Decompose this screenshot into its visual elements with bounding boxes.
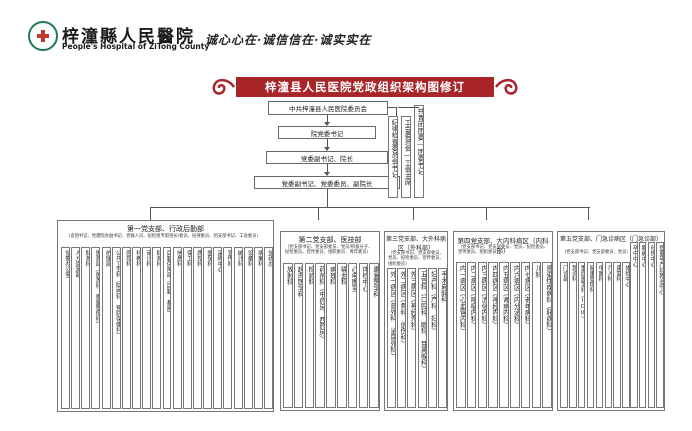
department-box: 党委办公室 xyxy=(61,247,70,409)
department-box: 创伤中心 xyxy=(647,242,656,408)
chart-title: 梓潼县人民医院党政组织架构图修订 xyxy=(236,77,494,97)
department-box: 手术麻醉科 xyxy=(438,268,447,408)
department-box: 科教科 xyxy=(132,247,141,409)
department-box: 体检中心 xyxy=(358,263,369,408)
department-box: 超声医学科 xyxy=(293,263,304,408)
department-box: 重症医学科（ICU） xyxy=(577,262,586,408)
department-box: 设备科 xyxy=(243,247,253,409)
department-box: 病案科 xyxy=(253,247,263,409)
department-box: 卒中中心 xyxy=(630,242,638,408)
department-box: 五官科（口腔科、眼科、耳鼻喉科） xyxy=(417,268,427,408)
department-box: 保卫科 xyxy=(182,247,192,409)
party-committee-box: 中共梓潼县人民医院委员会 xyxy=(268,101,388,115)
branch-3-title: 第三党支部、大外科病区（外科部） xyxy=(385,236,446,252)
department-box: 检验科 xyxy=(304,263,315,408)
branch-2-title: 第二党支部、医技部 xyxy=(298,236,362,244)
department-box: 儿科 xyxy=(531,262,542,408)
branch-5-desc: （党支部书记、党支部委员、党员） xyxy=(562,250,631,255)
department-box: 介入科 xyxy=(604,262,613,408)
department-box: 公共卫生科（院感科、预防保健科） xyxy=(111,247,121,409)
department-box: 人力资源部 xyxy=(71,247,81,409)
department-box: 心电图室 xyxy=(347,263,358,408)
youth-league-box: 共青团团委—团委书记 xyxy=(414,105,424,198)
department-box: 外一病区（普外科、泌尿外科） xyxy=(387,268,396,408)
department-box: 财务科 xyxy=(81,247,91,409)
department-box: 医保科 xyxy=(203,247,213,409)
branch-2-panel: 第二党支部、医技部 （党支部书记、党支部委员、党员/积极分子、纪检委员、宣传委员… xyxy=(280,231,380,411)
department-box: 内七病区（老年病科） xyxy=(520,262,531,408)
department-box: 宣传科 xyxy=(223,247,233,409)
branch-3-panel: 第三党支部、大外科病区（外科部） （党支部书记、党支部委员、党员、纪检委员、宣传… xyxy=(384,231,448,411)
cloud-ornament-left-icon xyxy=(212,78,236,95)
department-box: 内六病区（内分泌科） xyxy=(510,262,520,408)
department-box: 外三病区（神经外科） xyxy=(407,268,417,408)
cloud-ornament-right-icon xyxy=(494,78,518,95)
department-box: 健康管理科 xyxy=(586,262,595,408)
branch-5-panel: 第五党支部、门急诊病区（门急诊部） （党支部书记、党支部委员、党员） 门诊部急诊… xyxy=(557,231,665,411)
discipline-committee-box: 纪律检查委员会书记 xyxy=(388,116,398,198)
department-box: 质控科 xyxy=(192,247,202,409)
department-box: 妇产科（产科、妇科） xyxy=(427,268,437,408)
hospital-logo-icon xyxy=(28,21,58,51)
department-box: 党政办 xyxy=(264,247,273,409)
department-box: 财务科 xyxy=(152,247,162,409)
department-box: 内三病区（消化内科） xyxy=(477,262,488,408)
branch-3-desc: （党支部书记、党支部委员、党员、纪检委员、宣传委员、组织委员） xyxy=(388,251,444,267)
deputy-secretary-box: 党委副书记、院长 xyxy=(266,151,388,164)
department-box: 中医科 xyxy=(595,262,604,408)
department-box: 医务部（医务科、质量管理科） xyxy=(91,247,101,409)
union-committee-box: 工会委员会—工会主席 xyxy=(401,116,411,198)
branch-4-title: 第四党支部、大内科病区（内科部） xyxy=(457,237,549,255)
branch-2-desc: （党支部书记、党支部委员、党员/积极分子、纪检委员、宣传委员、组织委员、青年委员… xyxy=(285,245,373,256)
department-box: 内五病区（肾病内科） xyxy=(499,262,509,408)
branch-4-panel: 第四党支部、大内科病区（内科部） （党支部书记、党支部委员、党员、纪检委员、宣传… xyxy=(453,231,553,411)
branch-1-desc: （含团书记、党建院办副书记、党群人员、纪检组专职组长/委员、纪律委员、团支部书记… xyxy=(66,234,261,239)
slogan: 诚心心在·诚信信在·诚实实在 xyxy=(205,33,372,47)
department-box: 胸痛中心 xyxy=(638,242,647,408)
department-box: 康复科 xyxy=(613,262,622,408)
department-box: 审计科 xyxy=(142,247,152,409)
department-box: 护理部 xyxy=(101,247,111,409)
department-box: 信息科 xyxy=(172,247,182,409)
department-box: 康复医学科 xyxy=(369,263,379,408)
department-box: 放射科 xyxy=(283,263,293,408)
department-box: 后勤保障部（后勤、基建） xyxy=(162,247,172,409)
department-box: 危重孕产妇救治中心 xyxy=(656,242,664,408)
branch-1-panel: 第一党支部、行政后勤部 （含团书记、党建院办副书记、党群人员、纪检组专职组长/委… xyxy=(57,220,274,412)
department-box: 病理科 xyxy=(326,263,336,408)
department-box: 采购中心 xyxy=(213,247,223,409)
department-box: 急诊科 xyxy=(568,262,577,408)
branch-5-title: 第五党支部、门急诊病区（门急诊部） xyxy=(559,236,662,243)
department-box: 感染性疾病科（肝病科） xyxy=(542,262,552,408)
department-box: 感控科 xyxy=(121,247,131,409)
hospital-name-en: People's Hospital of ZiTong County xyxy=(62,42,210,51)
department-box: 内二病区（呼吸内科） xyxy=(466,262,477,408)
department-box: 外二病区（骨科、创伤科） xyxy=(397,268,407,408)
department-box: 输血科 xyxy=(337,263,347,408)
department-box: 内一病区（心血管内科） xyxy=(456,262,466,408)
department-box: 药剂科（中药房、西药房） xyxy=(315,263,325,408)
branch-1-title: 第一党支部、行政后勤部 xyxy=(127,225,204,233)
party-members-box: 党委副书记、党委委员、副院长 xyxy=(254,176,400,189)
secretary-box: 院党委书记 xyxy=(278,126,376,139)
department-box: 体检中心 xyxy=(622,262,630,408)
hospital-name: 梓潼縣人民醫院 xyxy=(62,27,195,47)
department-box: 内四病区（神经内科） xyxy=(488,262,498,408)
branch-4-desc: （党支部书记、党支部委员、党员、纪检委员、宣传委员、组织委员） xyxy=(458,245,549,256)
department-box: 门诊部 xyxy=(560,262,568,408)
department-box: 统计科 xyxy=(233,247,243,409)
